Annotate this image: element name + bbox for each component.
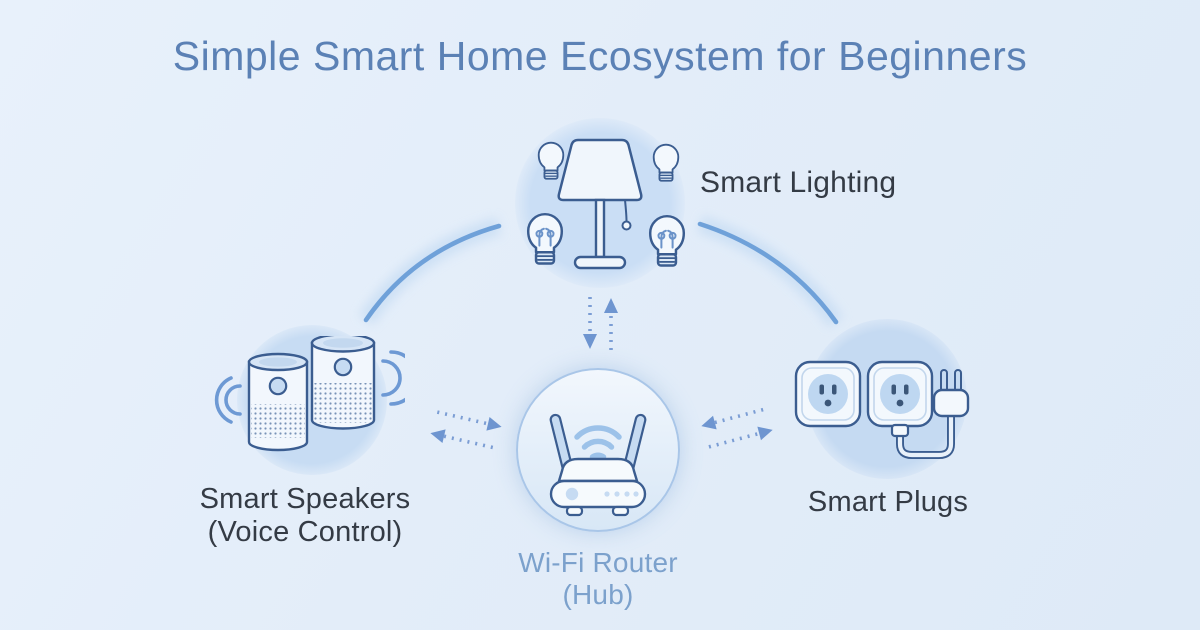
lighting-label: Smart Lighting: [700, 166, 897, 199]
speakers-label-line1: Smart Speakers: [199, 483, 411, 515]
dotted-arrow-hub-plugs: [701, 407, 773, 449]
dotted-arrow-speakers-hub: [430, 410, 502, 450]
speaker-right: [310, 336, 376, 430]
wall-outlets-and-plug-icon: [794, 360, 970, 459]
wifi-waves-icon: [574, 425, 622, 460]
speaker-left: [247, 352, 309, 452]
dotted-arrow-hub-lighting: [583, 297, 618, 353]
arc-speakers-lighting: [363, 223, 502, 323]
speakers-label: Smart Speakers (Voice Control): [185, 483, 425, 548]
outlet-left: [794, 360, 862, 428]
arc-lighting-plugs: [697, 221, 839, 325]
speakers-label-line2: (Voice Control): [207, 515, 403, 548]
smart-speaker-pair-icon: [214, 336, 405, 452]
plug: [932, 369, 970, 418]
wifi-router-icon: [549, 413, 647, 517]
outlet-right: [866, 360, 934, 428]
page-title: Simple Smart Home Ecosystem for Beginner…: [172, 33, 1028, 79]
power-cord: [896, 412, 955, 459]
hub-label: Wi-Fi Router (Hub): [498, 547, 698, 610]
lamp-and-bulbs-icon: [526, 138, 686, 270]
hub-label-line1: Wi-Fi Router: [518, 547, 678, 578]
plugs-label: Smart Plugs: [807, 486, 969, 518]
sound-waves-right-icon: [381, 350, 405, 406]
sound-waves-left-icon: [214, 376, 242, 424]
hub-label-line2: (Hub): [562, 578, 634, 610]
